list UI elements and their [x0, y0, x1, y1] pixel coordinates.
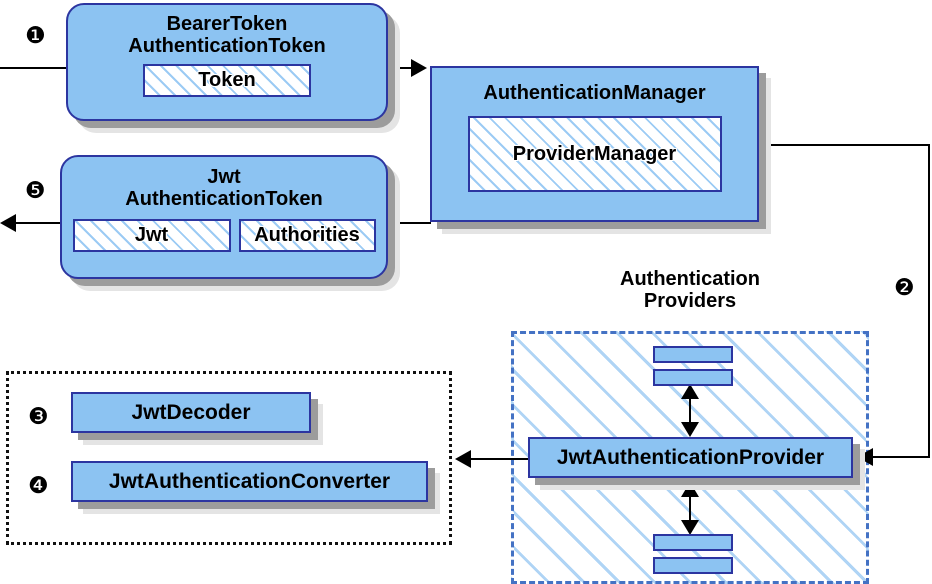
jwt-decoder-label: JwtDecoder [131, 400, 251, 424]
arrowhead-to-support [455, 450, 471, 468]
connector-request-in [0, 67, 66, 69]
connector-provider-top [689, 390, 691, 432]
step-marker-5: ❺ [25, 178, 46, 204]
step-marker-2: ❷ [894, 275, 915, 301]
connector-bearer-to-manager [388, 67, 420, 69]
jwt-authentication-provider-label: JwtAuthenticationProvider [556, 445, 825, 469]
bearer-token-inner-label: Token [198, 68, 256, 91]
connector-provider-to-support [470, 458, 528, 460]
provider-stub-bar-bottom-1 [653, 534, 733, 551]
step-marker-4: ❹ [28, 473, 49, 499]
bearer-token-inner-token-box: Token [143, 63, 311, 97]
jwt-inner-jwt-box: Jwt [72, 218, 231, 252]
connector-manager-right [759, 144, 930, 146]
provider-manager-label: ProviderManager [512, 142, 677, 165]
connector-right-vertical [928, 144, 930, 457]
provider-stub-bar-top-2 [653, 369, 733, 386]
jwt-token-inner-row: Jwt Authorities [72, 218, 376, 252]
authentication-manager-title: AuthenticationManager [483, 82, 706, 104]
arrowhead-result-out [0, 214, 16, 232]
arrowhead-provider-top-down [681, 422, 699, 437]
jwt-inner-jwt-label: Jwt [134, 223, 169, 246]
connector-provider-bottom [689, 488, 691, 530]
jwt-inner-authorities-box: Authorities [238, 218, 376, 252]
arrowhead-to-manager [411, 59, 427, 77]
connector-right-to-provider [872, 456, 930, 458]
jwt-token-card-title: Jwt AuthenticationToken [125, 166, 323, 211]
jwt-authentication-converter-card[interactable]: JwtAuthenticationConverter [71, 461, 428, 502]
connector-manager-to-result [388, 222, 431, 224]
step-marker-1: ❶ [25, 23, 46, 49]
arrowhead-provider-bottom-down [681, 520, 699, 535]
authentication-manager-card[interactable]: AuthenticationManager ProviderManager [430, 66, 759, 222]
bearer-token-authentication-token-card[interactable]: BearerToken AuthenticationToken Token [66, 3, 388, 121]
authentication-providers-caption: Authentication Providers [620, 268, 760, 313]
provider-stub-bar-top-1 [653, 346, 733, 363]
jwt-inner-authorities-label: Authorities [254, 223, 360, 246]
jwt-authentication-provider-card[interactable]: JwtAuthenticationProvider [528, 437, 853, 478]
jwt-authentication-token-card[interactable]: Jwt AuthenticationToken Jwt Authorities [60, 155, 388, 279]
provider-manager-inner-box: ProviderManager [467, 116, 722, 193]
jwt-authentication-converter-label: JwtAuthenticationConverter [108, 469, 391, 493]
jwt-decoder-card[interactable]: JwtDecoder [71, 392, 311, 433]
bearer-token-card-title: BearerToken AuthenticationToken [128, 13, 326, 58]
arrowhead-provider-bottom-up [681, 482, 699, 497]
arrowhead-to-provider [857, 448, 873, 466]
connector-result-out [16, 222, 66, 224]
provider-stub-bar-bottom-2 [653, 557, 733, 574]
step-marker-3: ❸ [28, 404, 49, 430]
arrowhead-provider-top-up [681, 384, 699, 399]
